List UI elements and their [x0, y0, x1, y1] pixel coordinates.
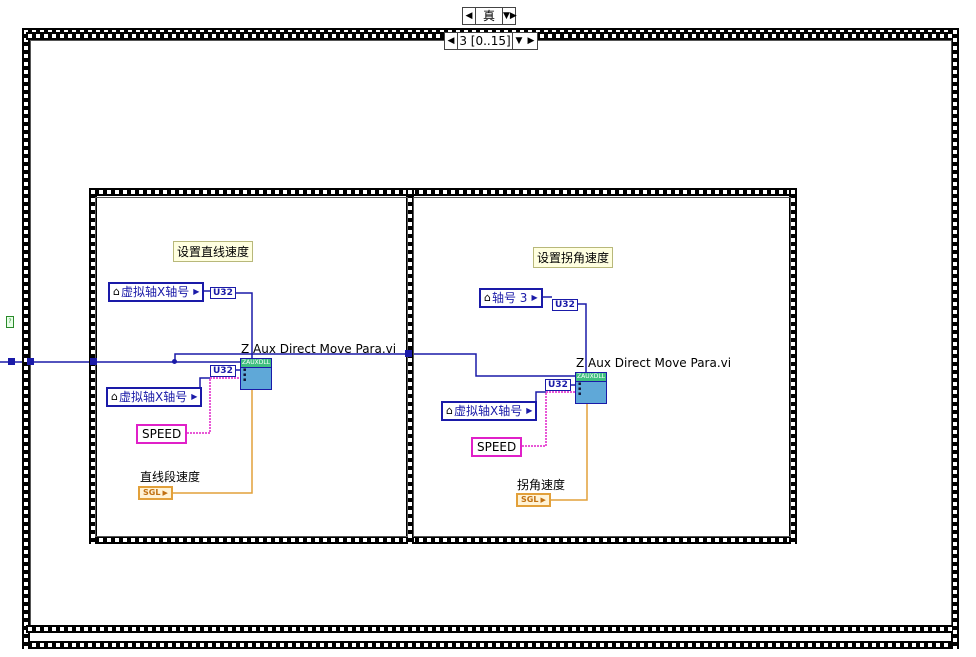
- left-arrow-icon[interactable]: ◀: [447, 36, 455, 46]
- flat-sequence-divider: [406, 188, 414, 544]
- wire-junction: [172, 359, 177, 364]
- house-icon: ⌂: [484, 291, 491, 304]
- case-structure-bottom-border: [22, 641, 959, 649]
- axis-control-right-top[interactable]: ⌂ 轴号 3 ▶: [479, 288, 543, 308]
- output-arrow-icon: ▶: [540, 496, 546, 504]
- dropdown-arrow-icon[interactable]: ▼▶: [503, 11, 517, 21]
- axis-control-right-bottom[interactable]: ⌂ 虚拟轴X轴号 ▶: [441, 401, 538, 421]
- u32-conversion-right-bottom: U32: [545, 379, 571, 391]
- subvi-icon[interactable]: ZAUXDLL ▪▪▪: [240, 358, 272, 390]
- flat-sequence-bottom-border: [89, 536, 795, 544]
- sequence-selector[interactable]: ◀ 3 [0..15] ▼ ▶: [444, 32, 538, 50]
- flat-sequence-left-border: [89, 188, 97, 544]
- subvi-title-left: Z Aux Direct Move Para.vi: [241, 342, 397, 356]
- right-arrow-icon[interactable]: ▶: [527, 36, 535, 46]
- axis-control-label: 轴号 3: [491, 291, 528, 305]
- boolean-tunnel: ?: [6, 316, 14, 328]
- flat-sequence-top-border: [89, 188, 795, 196]
- house-icon: ⌂: [111, 390, 118, 403]
- house-icon: ⌂: [446, 404, 453, 417]
- sgl-caption-left: 直线段速度: [140, 470, 201, 484]
- u32-conversion-right-top: U32: [552, 299, 578, 311]
- subvi-icon[interactable]: ZAUXDLL ▪▪▪: [575, 372, 607, 404]
- flat-sequence-right-border: [789, 188, 797, 544]
- left-arrow-icon[interactable]: ◀: [465, 11, 473, 21]
- case-selector-value: 真: [475, 8, 503, 24]
- sgl-caption-right: 拐角速度: [517, 478, 566, 492]
- output-arrow-icon: ▶: [531, 293, 538, 302]
- sequence-frame-right: [413, 197, 791, 537]
- sgl-control-right[interactable]: SGL▶: [516, 493, 551, 507]
- speed-constant-left[interactable]: SPEED: [136, 424, 188, 444]
- axis-control-label: 虚拟轴X轴号: [118, 390, 188, 404]
- sequence-tunnel-left: [27, 358, 34, 365]
- comment-set-line-speed: 设置直线速度: [173, 241, 254, 262]
- case-structure-right-border: [951, 28, 959, 649]
- sequence-frame-left: [95, 197, 408, 537]
- case-tunnel-left: [8, 358, 15, 365]
- axis-control-label: 虚拟轴X轴号: [120, 285, 190, 299]
- output-arrow-icon: ▶: [191, 392, 198, 401]
- house-icon: ⌂: [113, 285, 120, 298]
- flat-sequence-tunnel-left: [90, 358, 97, 365]
- case-structure-left-border: [22, 28, 30, 649]
- dropdown-arrow-icon[interactable]: ▼: [515, 36, 523, 46]
- output-arrow-icon: ▶: [193, 287, 200, 296]
- output-arrow-icon: ▶: [526, 406, 533, 415]
- sequence-selector-value: 3 [0..15]: [457, 33, 513, 49]
- axis-control-label: 虚拟轴X轴号: [453, 404, 523, 418]
- output-arrow-icon: ▶: [162, 489, 168, 497]
- axis-control-left-bottom[interactable]: ⌂ 虚拟轴X轴号 ▶: [106, 387, 203, 407]
- u32-conversion-left-top: U32: [210, 287, 236, 299]
- axis-control-left-top[interactable]: ⌂ 虚拟轴X轴号 ▶: [108, 282, 205, 302]
- sequence-structure-bottom-border: [26, 625, 952, 633]
- flat-sequence-tunnel-middle: [405, 350, 412, 357]
- comment-set-corner-speed: 设置拐角速度: [533, 247, 614, 268]
- sgl-control-left[interactable]: SGL▶: [138, 486, 173, 500]
- speed-constant-right[interactable]: SPEED: [471, 437, 523, 457]
- case-selector[interactable]: ◀ 真 ▼▶: [462, 7, 517, 25]
- subvi-title-right: Z Aux Direct Move Para.vi: [576, 356, 732, 370]
- u32-conversion-left-bottom: U32: [210, 365, 236, 377]
